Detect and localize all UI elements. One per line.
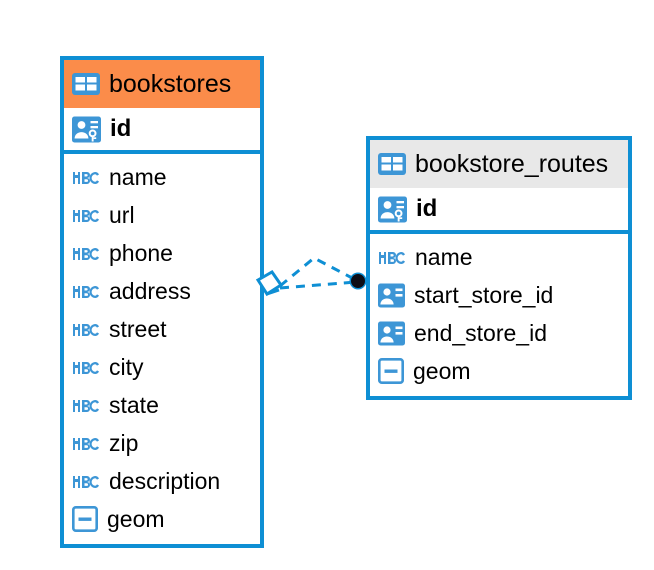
field-row-state[interactable]: state — [64, 386, 260, 424]
foreign-key-icon — [378, 321, 405, 345]
entity-header-bookstores[interactable]: bookstores — [64, 60, 260, 108]
filled-circle-marker — [349, 272, 367, 290]
text-abc-icon — [73, 172, 99, 184]
text-abc-icon — [73, 362, 99, 374]
entity-header-bookstore-routes[interactable]: bookstore_routes — [370, 140, 628, 188]
primary-key-icon — [378, 196, 407, 222]
field-label: geom — [107, 505, 165, 532]
text-abc-icon — [73, 438, 99, 450]
field-label: phone — [109, 239, 173, 266]
field-list: name url phone — [64, 154, 260, 538]
field-label: name — [415, 243, 473, 270]
entity-title: bookstores — [109, 69, 232, 98]
field-row-street[interactable]: street — [64, 310, 260, 348]
field-row-end-store-id[interactable]: end_store_id — [370, 314, 628, 352]
geometry-icon — [72, 506, 98, 532]
field-row-start-store-id[interactable]: start_store_id — [370, 276, 628, 314]
field-label: address — [109, 277, 191, 304]
table-icon — [378, 153, 406, 175]
text-abc-icon — [379, 252, 405, 264]
field-label: geom — [413, 357, 471, 384]
text-abc-icon — [73, 324, 99, 336]
field-row-geom[interactable]: geom — [370, 352, 628, 390]
field-row-url[interactable]: url — [64, 196, 260, 234]
field-label: state — [109, 391, 159, 418]
relationship-connector[interactable] — [252, 240, 382, 325]
text-abc-icon — [73, 210, 99, 222]
geometry-icon — [378, 358, 404, 384]
field-row-id[interactable]: id — [64, 108, 260, 154]
primary-key-icon — [72, 116, 101, 142]
text-abc-icon — [73, 476, 99, 488]
field-row-zip[interactable]: zip — [64, 424, 260, 462]
relationship-line-start-store-id — [279, 280, 357, 290]
field-row-name[interactable]: name — [64, 158, 260, 196]
text-abc-icon — [73, 286, 99, 298]
field-row-geom[interactable]: geom — [64, 500, 260, 538]
field-row-city[interactable]: city — [64, 348, 260, 386]
text-abc-icon — [73, 248, 99, 260]
field-label: start_store_id — [414, 281, 554, 308]
field-label: description — [109, 467, 221, 494]
entity-title: bookstore_routes — [415, 149, 609, 178]
field-row-name[interactable]: name — [370, 238, 628, 276]
entity-bookstore-routes[interactable]: bookstore_routes id — [366, 136, 632, 400]
field-row-description[interactable]: description — [64, 462, 260, 500]
table-icon — [72, 73, 100, 95]
open-diamond-marker — [255, 270, 284, 297]
field-label-id: id — [416, 195, 438, 222]
field-label: end_store_id — [414, 319, 547, 346]
field-row-address[interactable]: address — [64, 272, 260, 310]
field-list: name start_store_id — [370, 234, 628, 390]
field-label-id: id — [110, 115, 132, 142]
field-row-id[interactable]: id — [370, 188, 628, 234]
foreign-key-icon — [378, 283, 405, 307]
field-row-phone[interactable]: phone — [64, 234, 260, 272]
field-label: street — [109, 315, 167, 342]
entity-bookstores[interactable]: bookstores id name — [60, 56, 264, 548]
field-label: city — [109, 353, 144, 380]
field-label: zip — [109, 429, 139, 456]
text-abc-icon — [73, 400, 99, 412]
field-label: name — [109, 163, 167, 190]
field-label: url — [109, 201, 135, 228]
